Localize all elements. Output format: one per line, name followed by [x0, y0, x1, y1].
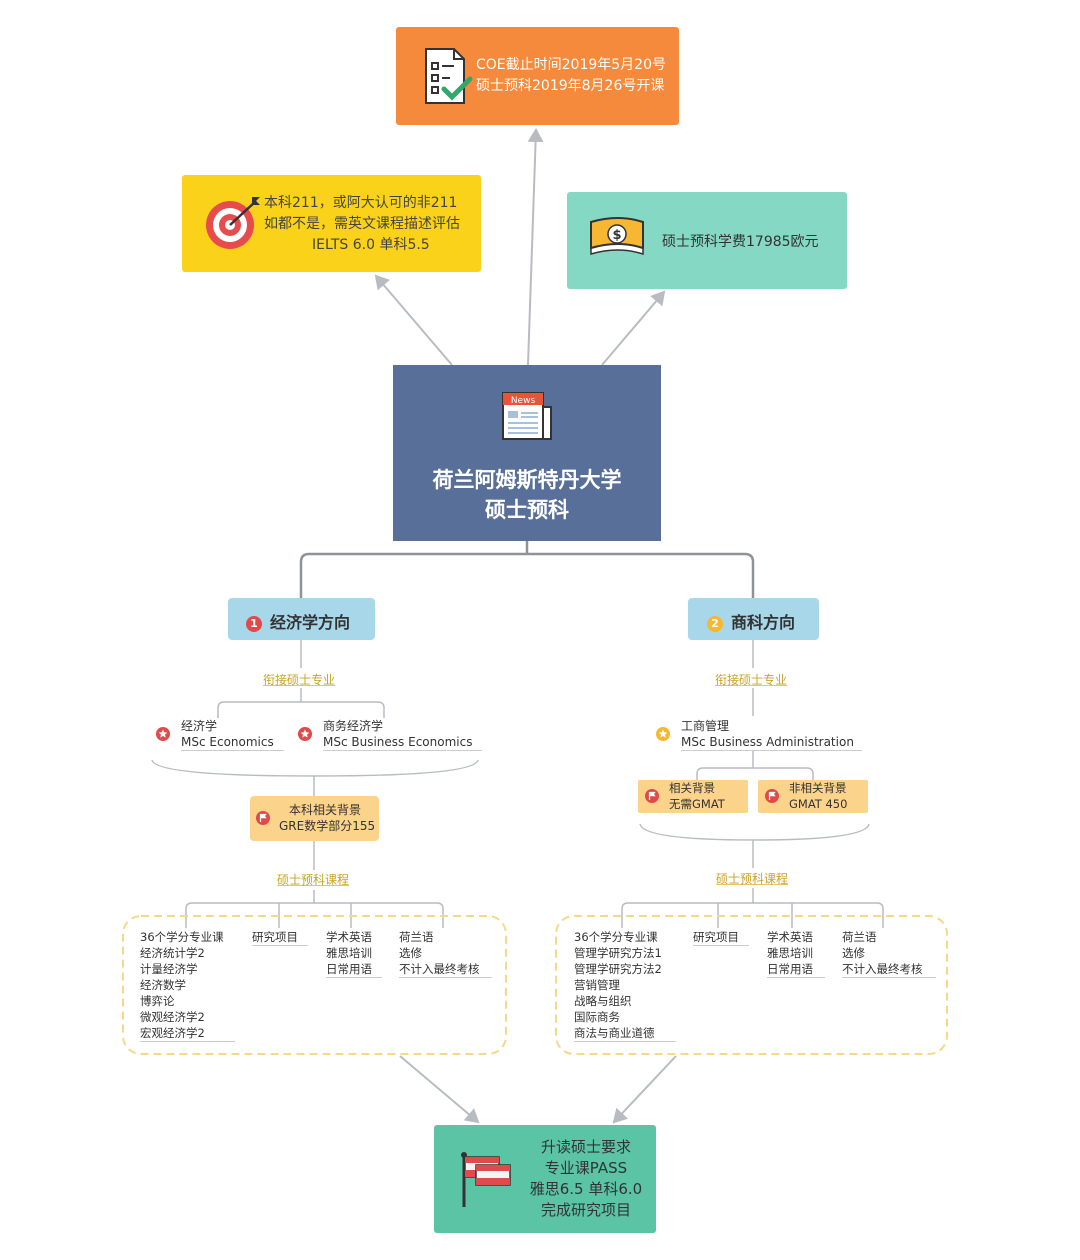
arrow-to-requirements	[374, 274, 453, 366]
right-link-label: 衔接硕士专业	[715, 673, 788, 687]
central-title-line-2: 硕士预科	[485, 498, 569, 522]
business-related-req-node[interactable]: 相关背景 无需GMAT	[638, 780, 748, 813]
left-course-container	[122, 915, 507, 1055]
svg-text:News: News	[511, 396, 536, 406]
business-branch-node[interactable]: 2 商科方向	[688, 598, 819, 640]
right-course-label: 硕士预科课程	[716, 872, 789, 886]
star-badge-icon	[297, 726, 313, 746]
flag-icon	[458, 1151, 514, 1213]
flag-badge-icon	[764, 788, 780, 808]
right-programs-brace	[639, 823, 870, 841]
right-course-col-2: 研究项目	[693, 929, 749, 946]
target-icon	[204, 193, 264, 257]
money-icon: $	[587, 214, 645, 270]
checklist-icon	[420, 45, 476, 109]
business-unrelated-req-node[interactable]: 非相关背景 GMAT 450	[758, 780, 868, 813]
program-ba-cn: 工商管理	[681, 719, 730, 733]
left-course-col-3: 学术英语雅思培训日常用语	[326, 929, 382, 978]
economics-req-line-2: GRE数学部分155	[279, 819, 376, 833]
economics-branch-label: 经济学方向	[270, 613, 351, 632]
program-business-economics-cn: 商务经济学	[323, 719, 384, 733]
coe-deadline-box: COE截止时间2019年5月20号 硕士预科2019年8月26号开课	[396, 27, 679, 125]
right-course-col-4: 荷兰语选修不计入最终考核	[842, 929, 936, 978]
tuition-fee-box: $ 硕士预科学费17985欧元	[567, 192, 847, 289]
admission-requirements-box: 本科211，或阿大认可的非211 如都不是，需英文课程描述评估 IELTS 6.…	[182, 175, 481, 272]
unrelated-req-line-1: 非相关背景	[789, 781, 847, 795]
branch-connector	[299, 541, 755, 598]
grad-req-ielts: 雅思6.5 单科6.0	[529, 1180, 643, 1198]
economics-req-line-1: 本科相关背景	[289, 803, 362, 817]
economics-requirement-node[interactable]: 本科相关背景 GRE数学部分155	[250, 796, 379, 841]
coe-deadline-text: COE截止时间2019年5月20号	[476, 57, 666, 73]
economics-branch-node[interactable]: 1 经济学方向	[228, 598, 375, 640]
related-req-line-2: 无需GMAT	[669, 797, 725, 811]
left-link-label: 衔接硕士专业	[263, 673, 336, 687]
unrelated-req-line-2: GMAT 450	[789, 797, 848, 811]
arrow-right-to-bottom	[612, 1055, 677, 1124]
left-course-col-2: 研究项目	[252, 929, 308, 946]
program-business-economics-en: MSc Business Economics	[323, 735, 473, 749]
program-economics-cn: 经济学	[181, 719, 218, 733]
star-badge-icon	[155, 726, 171, 746]
tuition-fee-text: 硕士预科学费17985欧元	[662, 234, 819, 250]
requirement-line-1: 本科211，或阿大认可的非211	[264, 195, 458, 211]
grad-req-title: 升读硕士要求	[540, 1138, 631, 1156]
arrow-to-fee	[601, 290, 666, 366]
graduation-requirements-box: 升读硕士要求 专业课PASS 雅思6.5 单科6.0 完成研究项目	[434, 1125, 656, 1233]
right-course-col-3: 学术英语雅思培训日常用语	[767, 929, 825, 978]
requirement-line-2: 如都不是，需英文课程描述评估	[264, 216, 460, 232]
newspaper-icon: News	[499, 389, 555, 447]
central-title-line-1: 荷兰阿姆斯特丹大学	[432, 468, 622, 492]
program-ba-en: MSc Business Administration	[681, 735, 854, 749]
arrow-left-to-bottom	[399, 1055, 480, 1124]
grad-req-project: 完成研究项目	[540, 1201, 631, 1219]
left-course-label: 硕士预科课程	[277, 873, 350, 887]
svg-text:$: $	[612, 228, 621, 243]
branch-number-2: 2	[707, 615, 723, 632]
program-economics-en: MSc Economics	[181, 735, 274, 749]
requirement-line-3: IELTS 6.0 单科5.5	[312, 237, 430, 253]
grad-req-pass: 专业课PASS	[544, 1159, 628, 1177]
left-course-col-4: 荷兰语选修不计入最终考核	[399, 929, 492, 978]
left-programs-brace	[151, 759, 479, 777]
business-branch-label: 商科方向	[731, 613, 796, 632]
flag-badge-icon	[255, 810, 271, 830]
branch-number-1: 1	[246, 615, 262, 632]
right-course-container	[555, 915, 948, 1055]
course-start-text: 硕士预科2019年8月26号开课	[476, 78, 665, 94]
star-badge-icon	[655, 726, 671, 746]
flag-badge-icon	[644, 788, 660, 808]
arrow-to-coe	[527, 128, 544, 366]
related-req-line-1: 相关背景	[669, 781, 715, 795]
central-topic-box: News 荷兰阿姆斯特丹大学 硕士预科	[393, 365, 661, 541]
